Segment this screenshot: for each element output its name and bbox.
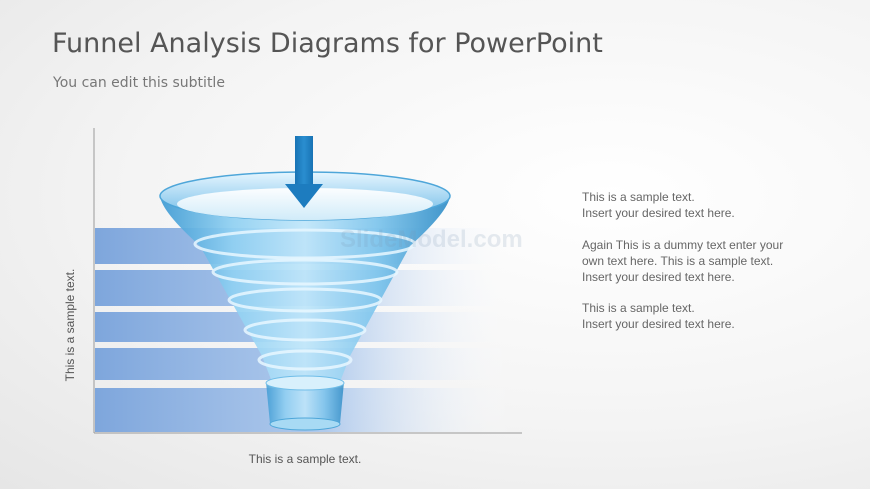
text-block-1-line-1: This is a sample text. bbox=[582, 190, 695, 204]
down-arrow-icon[interactable] bbox=[285, 136, 323, 208]
slide-title[interactable]: Funnel Analysis Diagrams for PowerPoint bbox=[52, 28, 603, 59]
text-block-1-line-2: Insert your desired text here. bbox=[582, 206, 735, 220]
funnel-spout-bottom bbox=[269, 417, 341, 431]
text-block-3-line-1: This is a sample text. bbox=[582, 301, 695, 315]
funnel-ring-3 bbox=[227, 287, 383, 313]
text-block-2[interactable]: Again This is a dummy text enter your ow… bbox=[582, 237, 822, 285]
funnel-ring-4 bbox=[243, 318, 367, 342]
funnel-spout-top bbox=[265, 375, 345, 391]
text-block-1[interactable]: This is a sample text. Insert your desir… bbox=[582, 189, 822, 221]
y-axis-label[interactable]: This is a sample text. bbox=[63, 268, 77, 382]
slide-subtitle[interactable]: You can edit this subtitle bbox=[53, 75, 225, 91]
funnel-spout bbox=[266, 382, 344, 430]
funnel-ring-1 bbox=[193, 228, 417, 260]
text-block-2-line-3: Insert your desired text here. bbox=[582, 270, 735, 284]
watermark-text: SlideModel.com bbox=[340, 226, 523, 253]
text-block-2-line-1: Again This is a dummy text enter your bbox=[582, 238, 784, 252]
text-block-3[interactable]: This is a sample text. Insert your desir… bbox=[582, 300, 822, 332]
funnel-ring-5 bbox=[257, 349, 353, 371]
text-block-2-line-2: own text here. This is a sample text. bbox=[582, 254, 774, 268]
text-block-3-line-2: Insert your desired text here. bbox=[582, 317, 735, 331]
funnel-ring-2 bbox=[211, 258, 399, 286]
x-axis-label[interactable]: This is a sample text. bbox=[248, 452, 362, 466]
